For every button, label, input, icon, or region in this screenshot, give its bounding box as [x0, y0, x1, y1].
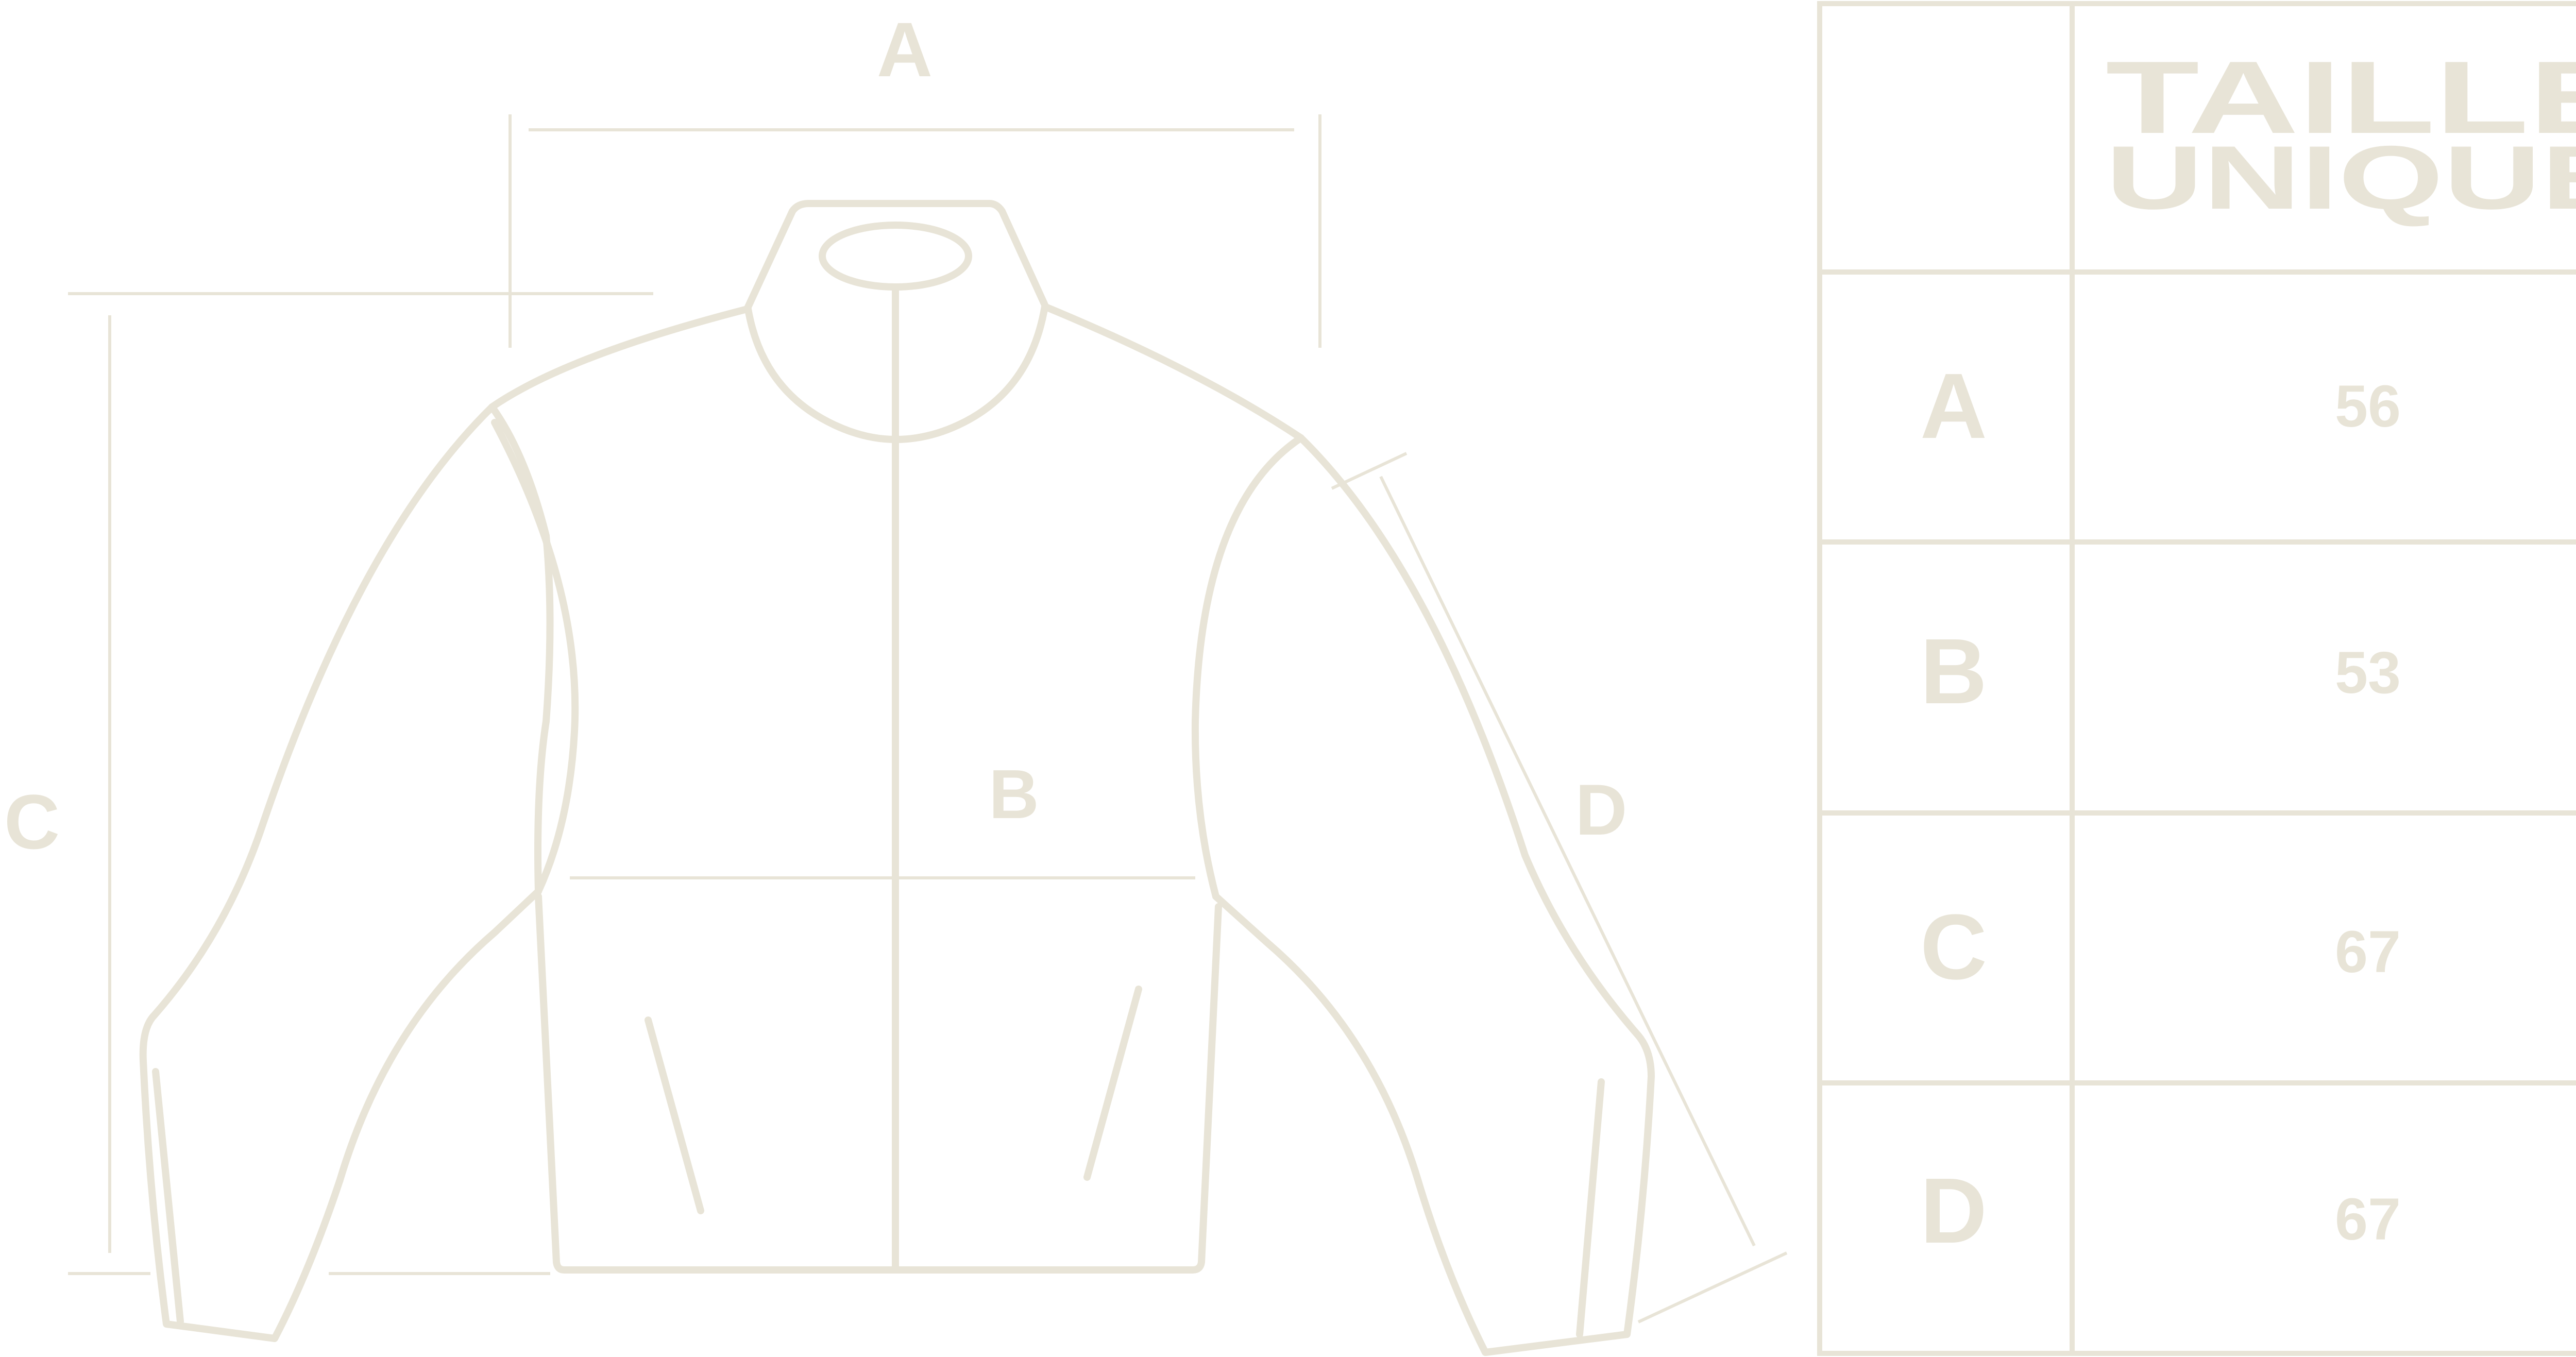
- measurement-lines: [68, 114, 1788, 1324]
- size-table: TAILLE UNIQUE A 56 B 53 C 67 D 67: [1817, 1, 2576, 1356]
- jacket-outline: [139, 200, 1655, 1356]
- table-header-line1: TAILLE: [2106, 40, 2576, 155]
- table-row-label-b: B: [1920, 620, 1987, 723]
- table-row-value-c: 67: [2335, 919, 2401, 985]
- table-row-value-d: 67: [2335, 1186, 2401, 1252]
- label-a: A: [877, 6, 933, 93]
- label-c: C: [4, 778, 60, 865]
- table-row-label-a: A: [1920, 354, 1987, 458]
- label-d: D: [1575, 769, 1627, 850]
- table-row-label-c: C: [1920, 895, 1987, 999]
- table-row-value-a: 56: [2335, 374, 2401, 439]
- table-row-value-b: 53: [2335, 640, 2401, 706]
- label-b: B: [989, 755, 1039, 833]
- table-row-label-d: D: [1920, 1159, 1987, 1263]
- table-header-line2: UNIQUE: [2106, 128, 2576, 228]
